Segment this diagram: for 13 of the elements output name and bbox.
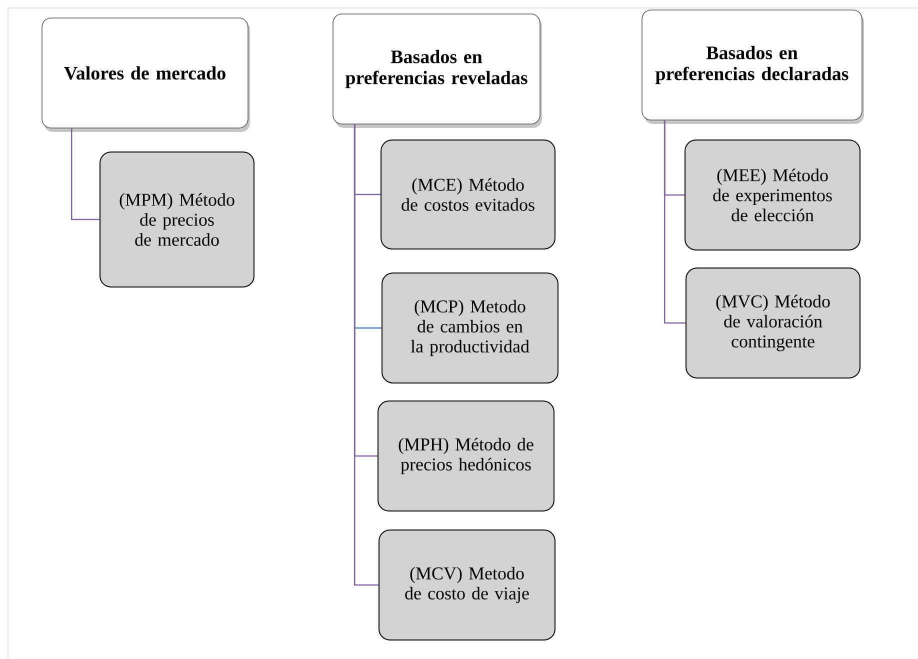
connector-line — [354, 124, 378, 586]
category-box: Basados en preferencias reveladas — [332, 14, 542, 128]
category-box: Valores de mercado — [42, 18, 250, 132]
connector-line — [664, 120, 686, 324]
method-box: (MEE) Método de experimentos de elección — [684, 140, 860, 250]
method-box: (MVC) Método de valoración contingente — [686, 268, 860, 378]
method-box: (MCP) Metodo de cambios en la productividad — [382, 272, 558, 384]
method-box: (MPM) Método de precios de mercado — [100, 152, 254, 288]
method-box: (MPH) Método de precios hedónicos — [378, 400, 554, 512]
method-box: (MCE) Método de costos evitados — [380, 140, 556, 250]
method-box: (MCV) Metodo de costo de viaje — [378, 530, 556, 640]
connector-line — [70, 128, 100, 220]
category-box: Basados en preferencias declaradas — [642, 10, 864, 124]
